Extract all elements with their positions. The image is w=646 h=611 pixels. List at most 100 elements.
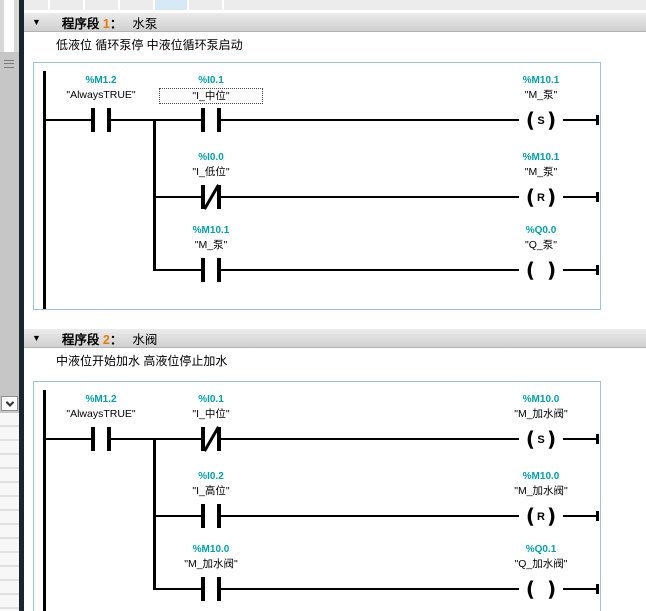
collapse-triangle-icon[interactable]: ▼ (32, 16, 41, 27)
contact-nc[interactable] (201, 184, 221, 210)
operand-address[interactable]: %M10.1 (192, 225, 230, 236)
contact-bar (217, 258, 221, 282)
operand-address[interactable]: %M10.1 (522, 152, 560, 163)
network-2-header[interactable]: ▼ 程序段 2： 水阀 (24, 329, 646, 348)
coil-labels: %Q0.1 "Q_加水阀" (476, 543, 606, 571)
operand-address[interactable]: %M10.1 (522, 75, 560, 86)
operand-address[interactable]: %I0.1 (198, 394, 224, 405)
contact-bar (107, 427, 111, 451)
splitter-grip-icon[interactable] (4, 60, 14, 68)
coil-set[interactable]: (S) (519, 426, 563, 452)
operand-name[interactable]: "I_中位" (146, 88, 276, 104)
collapse-panel-button[interactable] (1, 396, 18, 411)
contact-bar (91, 108, 95, 132)
operand-address[interactable]: %I0.1 (198, 75, 224, 86)
contact-labels: %M10.0 "M_加水阀" (146, 543, 276, 571)
network-1-comment[interactable]: 低液位 循环泵停 中液位循环泵启动 (56, 38, 243, 52)
coil-labels: %Q0.0 "Q_泵" (476, 224, 606, 252)
rail-end-tick (596, 115, 599, 125)
contact-no[interactable] (201, 504, 221, 528)
coil-paren: ) (547, 258, 557, 282)
coil-paren: ) (547, 108, 557, 132)
collapse-triangle-icon[interactable]: ▼ (32, 332, 41, 343)
operand-address[interactable]: %I0.0 (198, 152, 224, 163)
coil-reset[interactable]: (R) (519, 503, 563, 529)
coil-output[interactable]: () (519, 257, 563, 283)
rung-line (44, 119, 596, 121)
operand-address[interactable]: %Q0.0 (525, 225, 557, 236)
network-2-ladder: %M1.2 "AlwaysTRUE" %I0.1 "I_中位" (S) %M10.0 "M_… (33, 381, 601, 611)
left-scroll-strip[interactable] (0, 0, 19, 611)
contact-labels: %M10.1 "M_泵" (146, 224, 276, 252)
coil-labels: %M10.0 "M_加水阀" (476, 470, 606, 498)
left-strip-rows (0, 413, 19, 611)
operand-name[interactable]: "Q_加水阀" (514, 558, 568, 570)
contact-bar (201, 185, 205, 209)
coil-output[interactable]: () (519, 576, 563, 602)
branch-line (153, 119, 156, 271)
contact-no[interactable] (91, 108, 111, 132)
operand-address[interactable]: %M10.0 (522, 471, 560, 482)
rail-end-tick (596, 434, 599, 444)
operand-name[interactable]: "M_加水阀" (514, 408, 568, 420)
coil-reset[interactable]: (R) (519, 184, 563, 210)
operand-name[interactable]: "M_加水阀" (514, 485, 568, 497)
contact-no[interactable] (201, 258, 221, 282)
operand-name[interactable]: "I_高位" (192, 485, 230, 497)
contact-no[interactable] (91, 427, 111, 451)
rail-end-tick (596, 584, 599, 594)
network-1-header[interactable]: ▼ 程序段 1： 水泵 (24, 13, 646, 32)
operand-name[interactable]: "I_低位" (192, 166, 230, 178)
operand-address[interactable]: %Q0.1 (525, 544, 557, 555)
operand-name[interactable]: "AlwaysTRUE" (66, 408, 136, 420)
contact-nc[interactable] (201, 426, 221, 452)
coil-letter: S (537, 433, 545, 446)
network-1-title: 程序段 1： (61, 16, 123, 31)
rung-line (154, 588, 596, 590)
operand-address[interactable]: %M10.0 (192, 544, 230, 555)
operand-address[interactable]: %I0.2 (198, 471, 224, 482)
rung-line (154, 196, 596, 198)
contact-bar (201, 108, 205, 132)
contact-bar (217, 108, 221, 132)
operand-name[interactable]: "I_中位" (192, 408, 230, 420)
contact-bar (201, 258, 205, 282)
operand-name[interactable]: "M_泵" (524, 166, 558, 178)
operand-address[interactable]: %M1.2 (85, 75, 117, 86)
contact-bar (201, 504, 205, 528)
panel-divider (19, 0, 24, 611)
network-2-name: 水阀 (132, 332, 158, 347)
contact-bar (91, 427, 95, 451)
operand-name[interactable]: "M_加水阀" (184, 558, 238, 570)
coil-letter: R (537, 510, 545, 523)
operand-address[interactable]: %M10.0 (522, 394, 560, 405)
contact-bar (107, 108, 111, 132)
operand-name[interactable]: "M_泵" (194, 239, 228, 251)
coil-paren: ) (547, 185, 557, 209)
toolbar-highlight-cell (154, 0, 187, 10)
rail-end-tick (596, 192, 599, 202)
toolbar-separator (222, 0, 224, 10)
contact-labels: %I0.0 "I_低位" (146, 151, 276, 179)
network-number: 1 (102, 16, 110, 31)
contact-no[interactable] (201, 577, 221, 601)
contact-labels: %I0.1 "I_中位" (146, 74, 276, 104)
rung-line (154, 269, 596, 271)
toolbar-separator (118, 0, 120, 10)
contact-bar (217, 577, 221, 601)
coil-paren: ) (547, 577, 557, 601)
network-2-comment[interactable]: 中液位开始加水 高液位停止加水 (56, 354, 228, 368)
selected-operand-box[interactable]: "I_中位" (159, 88, 263, 104)
operand-name[interactable]: "Q_泵" (525, 239, 557, 251)
coil-letter: S (537, 114, 545, 127)
coil-paren: ) (547, 504, 557, 528)
operand-name[interactable]: "AlwaysTRUE" (66, 89, 136, 101)
operand-name[interactable]: "M_泵" (524, 89, 558, 101)
power-rail (43, 390, 46, 611)
coil-set[interactable]: (S) (519, 107, 563, 133)
contact-no[interactable] (201, 108, 221, 132)
network-2-title: 程序段 2： (61, 332, 123, 347)
rail-end-tick (596, 511, 599, 521)
rung-line (44, 438, 596, 440)
operand-address[interactable]: %M1.2 (85, 394, 117, 405)
